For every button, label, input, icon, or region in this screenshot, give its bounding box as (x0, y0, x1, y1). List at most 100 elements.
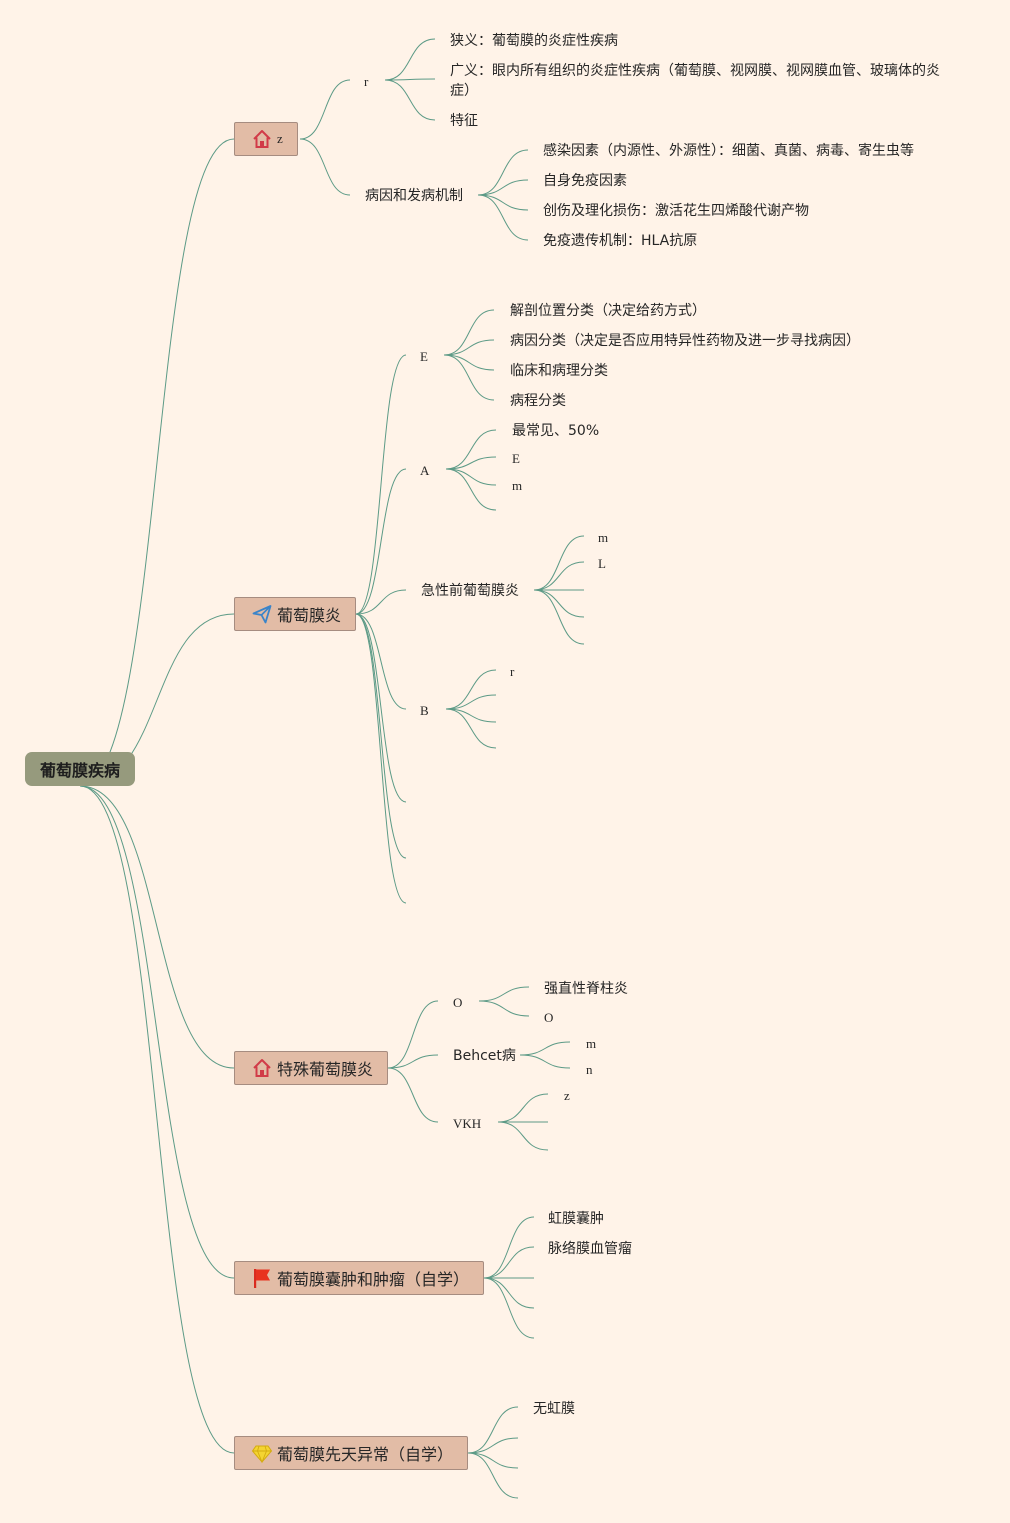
topic-b-r[interactable]: r (510, 664, 515, 679)
connector-line (478, 986, 530, 1002)
connector-line (299, 79, 351, 140)
topic-behcet[interactable]: Behcet病 (453, 1048, 516, 1064)
connector-line (445, 694, 497, 710)
connector-line (384, 78, 436, 81)
connector-line (79, 785, 235, 1069)
topic-acute-anterior-uveitis[interactable]: 急性前葡萄膜炎 (421, 583, 519, 599)
connector-line (478, 1000, 530, 1017)
connector-line (477, 194, 529, 211)
topic-anatomic-class[interactable]: 解剖位置分类（决定给药方式） (510, 303, 706, 319)
connector-line (79, 138, 235, 787)
connector-line (533, 535, 585, 591)
connector-line (443, 354, 495, 401)
connector-line (387, 1054, 439, 1069)
connector-line (519, 1041, 571, 1056)
topic-clinical-class[interactable]: 临床和病理分类 (510, 363, 608, 379)
connector-line (445, 468, 497, 511)
connector-line (355, 613, 407, 904)
connector-line (497, 1093, 549, 1123)
topic-b[interactable]: B (420, 703, 429, 718)
gem-icon (251, 1445, 273, 1464)
topic-a-e[interactable]: E (512, 451, 520, 466)
topic-o-o[interactable]: O (544, 1010, 554, 1025)
topic-vkh[interactable]: VKH (453, 1116, 482, 1131)
connector-line (445, 708, 497, 749)
connector-line (355, 468, 407, 615)
connector-line (443, 309, 495, 356)
connector-line (445, 669, 497, 710)
connector-line (355, 613, 407, 710)
branch-node-uveitis[interactable]: 葡萄膜炎 (234, 597, 357, 631)
connector-line (79, 785, 235, 1454)
topic-course-class[interactable]: 病程分类 (510, 393, 566, 409)
branch-label: 葡萄膜炎 (277, 606, 342, 625)
topic-trauma[interactable]: 创伤及理化损伤：激活花生四烯酸代谢产物 (543, 203, 809, 219)
connector-line (497, 1121, 549, 1151)
connector-line (443, 354, 495, 371)
branch-label: 葡萄膜囊肿和肿瘤（自学） (277, 1270, 470, 1289)
topic-autoimmune[interactable]: 自身免疫因素 (543, 173, 627, 189)
topic-choroidal-hemangioma[interactable]: 脉络膜血管瘤 (548, 1241, 632, 1257)
connector-line (467, 1437, 519, 1454)
connector-line (467, 1452, 519, 1469)
connector-line (445, 468, 497, 486)
connector-line (445, 456, 497, 470)
topic-definition[interactable]: r (364, 74, 369, 89)
topic-a-m[interactable]: m (512, 478, 523, 493)
connector-line (445, 429, 497, 470)
topic-acute-l[interactable]: L (598, 556, 606, 571)
topic-vkh-z[interactable]: z (564, 1088, 570, 1103)
connector-line (384, 79, 436, 121)
topic-behcet-n[interactable]: n (586, 1062, 593, 1077)
branch-node-tumors[interactable]: 葡萄膜囊肿和肿瘤（自学） (234, 1261, 485, 1295)
topic-most-common[interactable]: 最常见、50% (512, 423, 600, 439)
house-icon (253, 130, 271, 148)
branch-label: 特殊葡萄膜炎 (277, 1060, 374, 1079)
connector-line (519, 1054, 571, 1069)
connector-line (445, 708, 497, 723)
topic-infection[interactable]: 感染因素（内源性、外源性）：细菌、真菌、病毒、寄生虫等 (543, 143, 914, 159)
topic-etiology[interactable]: 病因和发病机制 (365, 188, 463, 204)
topic-etiologic-class[interactable]: 病因分类（决定是否应用特异性药物及进一步寻找病因） (510, 333, 860, 349)
connector-line (483, 1277, 535, 1309)
branch-node-special-uveitis[interactable]: 特殊葡萄膜炎 (234, 1051, 389, 1085)
connector-line (79, 785, 235, 1279)
topic-classification[interactable]: E (420, 349, 428, 364)
connector-line (384, 38, 436, 81)
connector-line (387, 1000, 439, 1069)
connector-line (299, 138, 351, 196)
connector-line (483, 1246, 535, 1279)
topic-behcet-m[interactable]: m (586, 1036, 597, 1051)
connector-line (477, 194, 529, 241)
connector-line (467, 1406, 519, 1454)
connector-line (355, 613, 407, 803)
connector-line (355, 354, 407, 615)
branch-node-definition[interactable]: z (234, 122, 298, 156)
branch-node-congenital[interactable]: 葡萄膜先天异常（自学） (234, 1436, 469, 1470)
topic-aniridia[interactable]: 无虹膜 (533, 1401, 575, 1417)
topic-broad-definition[interactable]: 广义：眼内所有组织的炎症性疾病（葡萄膜、视网膜、视网膜血管、玻璃体的炎症） (450, 63, 940, 99)
connector-line (477, 149, 529, 196)
root-node[interactable]: 葡萄膜疾病 (25, 752, 135, 786)
topic-ankylosing-spondylitis[interactable]: 强直性脊柱炎 (544, 981, 628, 997)
connector-line (387, 1067, 439, 1123)
red-flag-icon (254, 1269, 270, 1288)
house-icon (253, 1059, 271, 1077)
connector-line (355, 613, 407, 859)
topic-features[interactable]: 特征 (450, 113, 478, 129)
connector-line (443, 339, 495, 356)
branch-label: 葡萄膜先天异常（自学） (277, 1445, 454, 1464)
connector-line (483, 1216, 535, 1279)
topic-iris-cyst[interactable]: 虹膜囊肿 (548, 1211, 604, 1227)
topic-immunogenetic[interactable]: 免疫遗传机制：HLA抗原 (543, 233, 698, 249)
connector-line (483, 1277, 535, 1339)
paper-plane-icon (252, 605, 272, 624)
connector-line (533, 589, 585, 618)
topic-o[interactable]: O (453, 995, 463, 1010)
connector-line (533, 589, 585, 645)
topic-a[interactable]: A (420, 463, 430, 478)
connector-line (533, 561, 585, 591)
topic-acute-m[interactable]: m (598, 530, 609, 545)
topic-narrow-definition[interactable]: 狭义：葡萄膜的炎症性疾病 (450, 33, 618, 49)
